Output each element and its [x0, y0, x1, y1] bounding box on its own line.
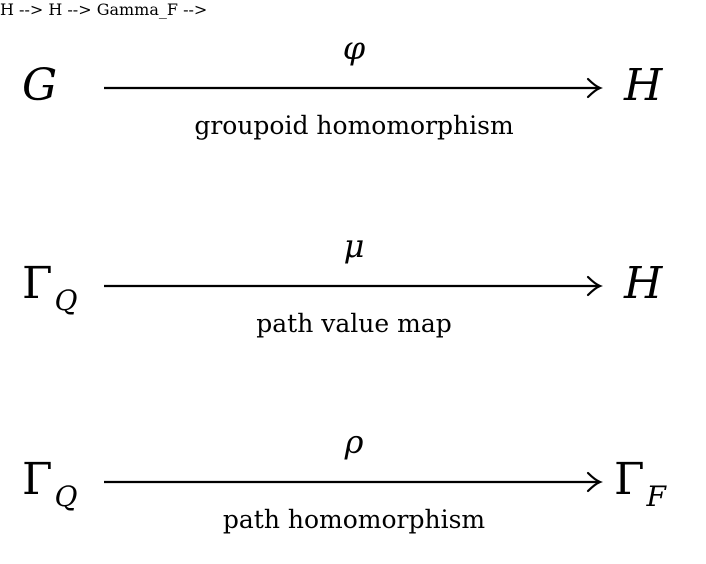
arrow-icon — [104, 471, 603, 493]
arrow-icon — [104, 275, 603, 297]
target-symbol: H — [624, 60, 663, 111]
morphism-row-2: ΓQ μ H path value map — [0, 218, 706, 338]
target-object: H — [624, 254, 662, 314]
morphism-caption: path value map — [256, 309, 452, 338]
arrow-label: ρ — [344, 423, 364, 461]
target-symbol: Γ — [614, 454, 645, 505]
morphism-caption: groupoid homomorphism — [194, 111, 514, 140]
source-subscript: Q — [54, 284, 78, 317]
source-symbol: Γ — [22, 258, 53, 309]
source-symbol: Γ — [22, 454, 53, 505]
source-symbol: G — [22, 60, 58, 111]
arrow-icon — [104, 77, 603, 99]
morphism-caption: path homomorphism — [222, 505, 486, 534]
source-object: G — [22, 56, 57, 116]
target-object: H — [624, 56, 662, 116]
source-subscript: Q — [54, 480, 78, 513]
arrow-label: μ — [343, 227, 365, 265]
morphism-row-3: ΓQ ρ ΓF path homomorphism — [0, 414, 706, 534]
source-object: ΓQ — [22, 450, 78, 515]
source-object: ΓQ — [22, 254, 78, 319]
target-object: ΓF — [614, 450, 666, 515]
target-symbol: H — [624, 258, 663, 309]
morphism-row-1: G φ H groupoid homomorphism — [0, 20, 706, 140]
target-subscript: F — [646, 480, 666, 513]
arrow-label: φ — [342, 29, 366, 67]
